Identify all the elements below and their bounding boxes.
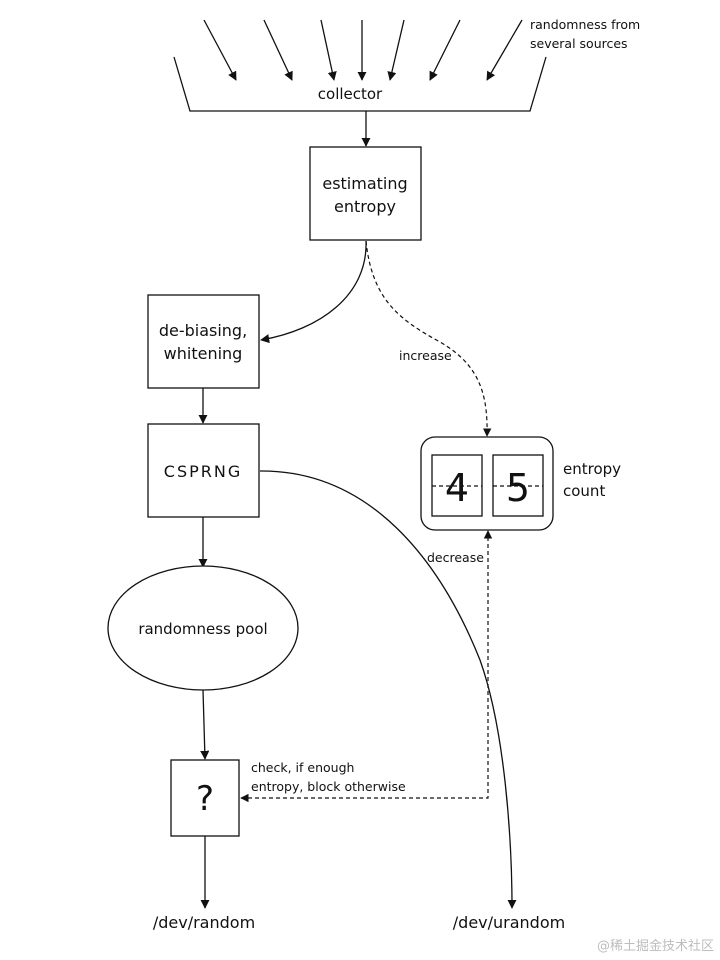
debias-box xyxy=(147,294,260,389)
csprng-label: CSPRNG xyxy=(164,462,242,481)
arrow-decrease-check xyxy=(240,530,493,803)
decrease-label: decrease xyxy=(427,550,484,565)
entropy-count-label-line-2: count xyxy=(563,482,605,500)
entropy-digit: 5 xyxy=(506,466,530,510)
sources-label-line-1: randomness from xyxy=(530,17,640,32)
source-arrow xyxy=(263,19,293,81)
dev-urandom-label: /dev/urandom xyxy=(453,913,565,932)
check-label-line-1: check, if enough xyxy=(251,760,354,775)
arrow-estimating-to-debias xyxy=(260,240,367,344)
arrow-increase xyxy=(365,240,492,437)
increase-label: increase xyxy=(399,348,452,363)
collector-funnel xyxy=(173,56,547,112)
check-label-line-2: entropy, block otherwise xyxy=(251,779,406,794)
estimating-entropy-box xyxy=(309,146,422,241)
source-arrow xyxy=(486,19,523,81)
arrow-csprng-to-urandom xyxy=(259,470,517,909)
arrow-pool-to-check xyxy=(200,689,210,760)
sources-label-line-2: several sources xyxy=(530,36,628,51)
check-box xyxy=(170,759,240,837)
estimating-label-line-1: estimating xyxy=(322,174,407,193)
estimating-label-line-2: entropy xyxy=(334,197,396,216)
debias-label-line-2: whitening xyxy=(164,344,243,363)
source-arrow xyxy=(203,19,237,81)
source-arrow xyxy=(320,19,337,81)
collector-label: collector xyxy=(318,85,383,103)
source-arrow xyxy=(387,19,405,81)
pool-label: randomness pool xyxy=(138,620,267,638)
entropy-count-label-line-1: entropy xyxy=(563,460,621,478)
csprng-box xyxy=(147,423,260,518)
question-mark: ? xyxy=(196,779,214,819)
debias-label-line-1: de-biasing, xyxy=(159,321,247,340)
entropy-digit: 4 xyxy=(445,466,469,510)
source-arrows xyxy=(203,19,523,81)
source-arrow xyxy=(429,19,461,81)
watermark: @稀土掘金技术社区 xyxy=(597,938,714,954)
dev-random-label: /dev/random xyxy=(153,913,255,932)
